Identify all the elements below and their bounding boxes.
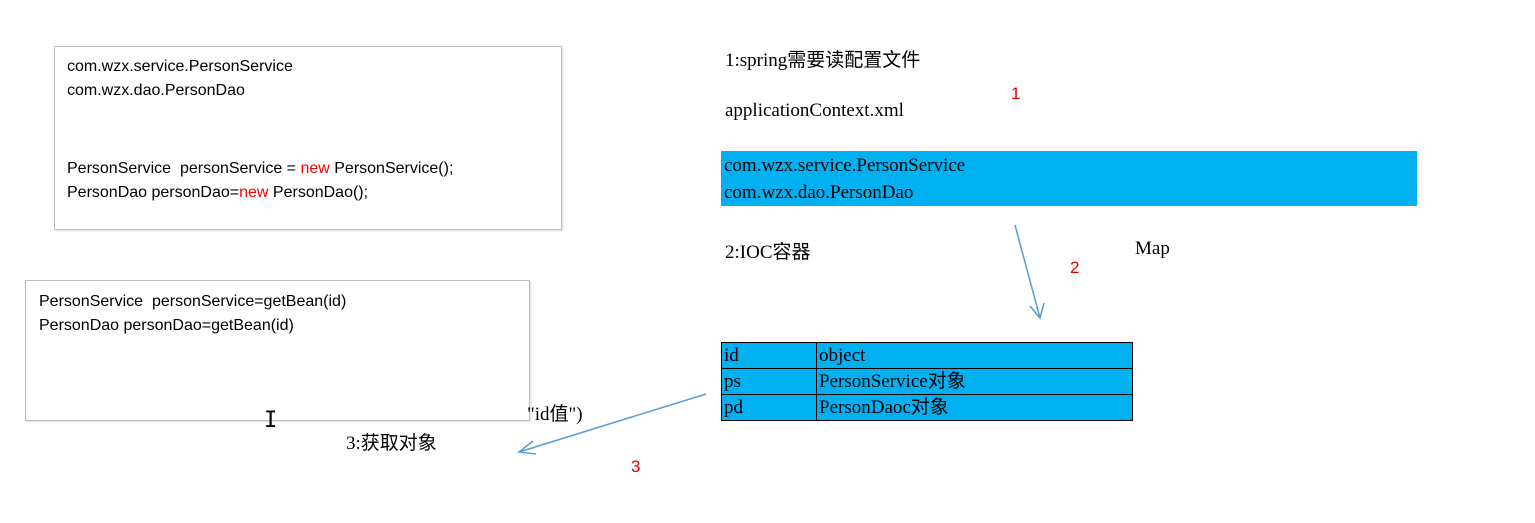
class-line-service: com.wzx.service.PersonService: [67, 58, 293, 75]
ioc-map-table: id object ps PersonService对象 pd PersonDa…: [721, 342, 1133, 421]
new-keyword: new: [239, 184, 269, 201]
row-object: PersonService对象: [816, 368, 1133, 395]
config-classes-block: com.wzx.service.PersonService com.wzx.da…: [721, 151, 1417, 206]
step-number-3: 3: [631, 457, 641, 476]
config-class-dao: com.wzx.dao.PersonDao: [724, 182, 914, 203]
text-cursor-icon: I: [264, 408, 278, 433]
new-service-line: PersonService personService = new Person…: [67, 160, 454, 177]
code-box-new: com.wzx.service.PersonService com.wzx.da…: [54, 46, 562, 230]
arrow-config-to-map: [1014, 224, 1041, 319]
getbean-service-line: PersonService personService=getBean(id): [39, 293, 347, 310]
new-keyword: new: [300, 160, 330, 177]
table-row: pd PersonDaoc对象: [721, 394, 1133, 421]
row-object: PersonDaoc对象: [816, 394, 1133, 421]
config-file-name: applicationContext.xml: [725, 100, 904, 121]
row-id: pd: [721, 394, 817, 421]
step2-label: 2:IOC容器: [725, 242, 811, 263]
getbean-dao-line: PersonDao personDao=getBean(id): [39, 317, 294, 334]
step3-label: 3:获取对象: [346, 433, 437, 454]
id-value-text: "id值"): [527, 404, 583, 425]
step-number-2: 2: [1070, 258, 1080, 277]
map-label: Map: [1135, 238, 1170, 259]
new-dao-line: PersonDao personDao=new PersonDao();: [67, 184, 369, 201]
config-class-service: com.wzx.service.PersonService: [724, 155, 966, 176]
row-id: ps: [721, 368, 817, 395]
header-id: id: [721, 342, 817, 369]
arrowhead-config-to-map: [1029, 302, 1045, 320]
table-row: ps PersonService对象: [721, 368, 1133, 395]
arrow-map-to-object: [518, 393, 707, 453]
arrowhead-map-to-object: [517, 440, 537, 455]
class-line-dao: com.wzx.dao.PersonDao: [67, 82, 245, 99]
code-box-getbean: PersonService personService=getBean(id) …: [25, 280, 530, 421]
step-number-1: 1: [1011, 84, 1021, 103]
header-object: object: [816, 342, 1133, 369]
step1-label: 1:spring需要读配置文件: [725, 50, 921, 71]
table-header-row: id object: [721, 342, 1133, 369]
